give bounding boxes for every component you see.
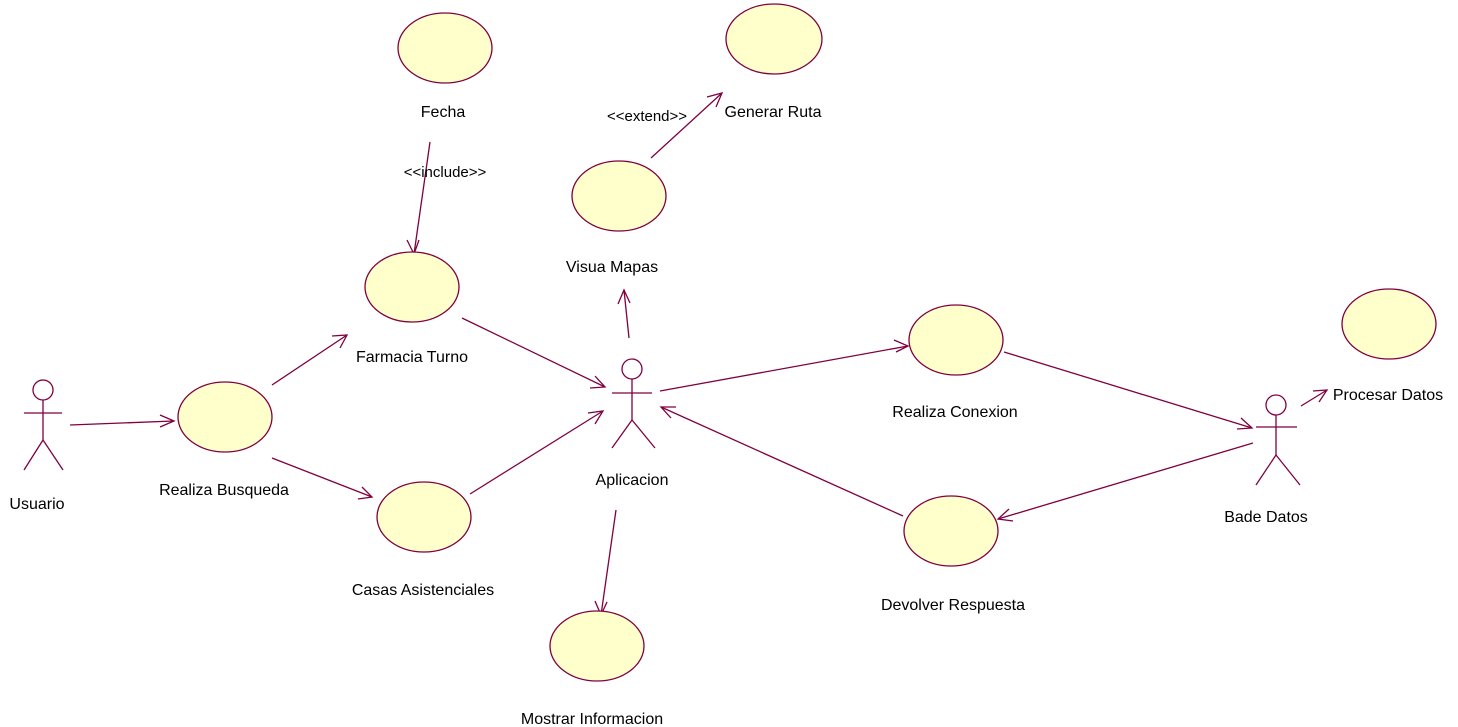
use-case-generar-ruta[interactable]: Generar Ruta <box>725 3 823 121</box>
actor-bade-datos[interactable]: Bade Datos <box>1224 394 1308 526</box>
actor-label: Usuario <box>9 496 64 513</box>
edge-aplicacion-mostrar-informacion <box>594 509 617 617</box>
use-case-label: Generar Ruta <box>725 104 822 121</box>
stick-figure-icon <box>1255 394 1301 486</box>
actor-label: Aplicacion <box>596 472 669 489</box>
use-case-visua-mapas[interactable]: Visua Mapas <box>566 160 667 276</box>
edges <box>69 92 1329 617</box>
edge-casas-asistenciales-aplicacion <box>469 410 605 495</box>
actor-usuario[interactable]: Usuario <box>9 379 65 513</box>
stereotypes: <<include>> <<extend>> <box>404 108 688 181</box>
edge-fecha-farmacia-turno-include <box>406 141 431 256</box>
use-case-label: Devolver Respuesta <box>881 597 1025 614</box>
use-case-label: Procesar Datos <box>1333 387 1443 404</box>
edge-devolver-respuesta-aplicacion <box>659 406 904 517</box>
use-case-label: Farmacia Turno <box>356 349 468 366</box>
edge-realiza-busqueda-farmacia-turno <box>271 334 349 386</box>
use-case-realiza-busqueda[interactable]: Realiza Busqueda <box>159 381 289 499</box>
edge-farmacia-turno-aplicacion <box>461 317 607 389</box>
use-cases: Fecha Generar Ruta Visua Mapas Farmacia … <box>159 3 1443 727</box>
use-case-label: Mostrar Informacion <box>521 711 663 727</box>
edge-bade-datos-devolver-respuesta <box>996 442 1254 522</box>
include-stereotype-label: <<include>> <box>404 164 487 181</box>
edge-aplicacion-visua-mapas <box>617 288 631 339</box>
use-case-mostrar-informacion[interactable]: Mostrar Informacion <box>521 610 663 727</box>
edge-realiza-busqueda-casas-asistenciales <box>271 457 374 500</box>
edge-bade-datos-procesar-datos <box>1300 389 1329 407</box>
stick-figure-icon <box>23 379 64 471</box>
edge-realiza-conexion-bade-datos <box>1003 351 1254 430</box>
use-case-devolver-respuesta[interactable]: Devolver Respuesta <box>881 495 1025 614</box>
extend-stereotype-label: <<extend>> <box>607 108 687 125</box>
use-case-label: Visua Mapas <box>566 259 658 276</box>
use-case-label: Casas Asistenciales <box>352 582 494 599</box>
actor-aplicacion[interactable]: Aplicacion <box>596 358 669 489</box>
edge-usuario-realiza-busqueda <box>69 414 176 428</box>
actors: Usuario Aplicacion Bade Datos <box>9 358 1308 526</box>
use-case-label: Fecha <box>421 104 466 121</box>
use-case-fecha[interactable]: Fecha <box>397 12 493 121</box>
use-case-farmacia-turno[interactable]: Farmacia Turno <box>356 251 468 366</box>
edge-visua-mapas-generar-ruta-extend <box>650 92 724 159</box>
edge-aplicacion-realiza-conexion <box>659 339 910 392</box>
use-case-procesar-datos[interactable]: Procesar Datos <box>1333 288 1443 404</box>
use-case-label: Realiza Conexion <box>892 404 1017 421</box>
actor-label: Bade Datos <box>1224 509 1308 526</box>
use-case-casas-asistenciales[interactable]: Casas Asistenciales <box>352 481 494 599</box>
stick-figure-icon <box>611 358 656 449</box>
use-case-label: Realiza Busqueda <box>159 482 289 499</box>
use-case-realiza-conexion[interactable]: Realiza Conexion <box>892 304 1018 421</box>
